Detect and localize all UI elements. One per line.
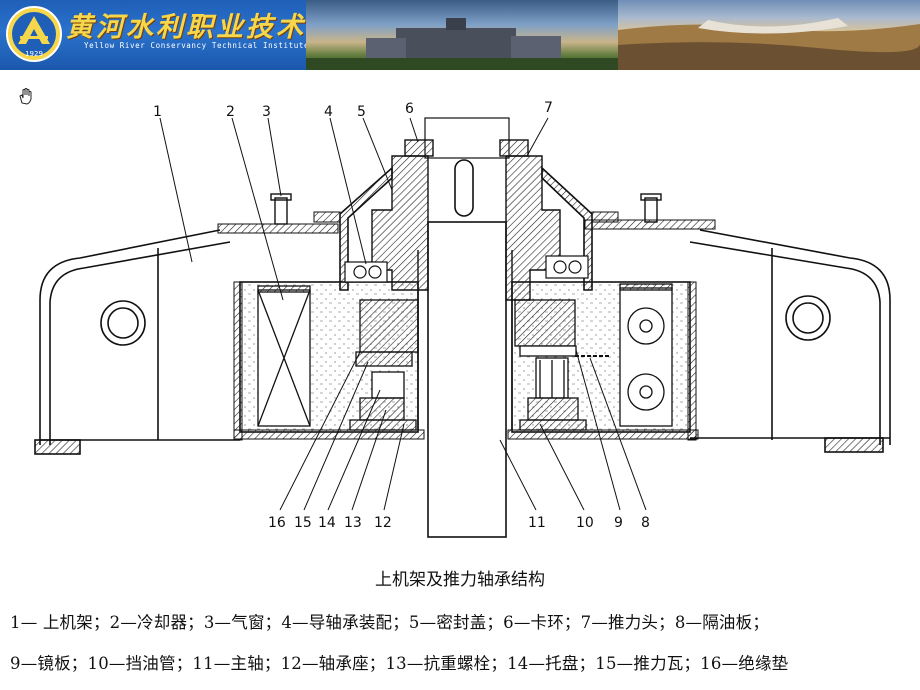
diagram-caption: 上机架及推力轴承结构 (375, 570, 545, 590)
campus-building-photo (306, 0, 618, 70)
label-15: 15 (294, 515, 312, 531)
legend-line-1: 1— 上机架；2—冷却器；3—气窗；4—导轴承装配；5—密封盖；6—卡环；7—推… (10, 613, 770, 632)
label-10: 10 (576, 515, 594, 531)
label-2: 2 (226, 104, 235, 120)
label-13: 13 (344, 515, 362, 531)
left-top-plate (217, 223, 339, 234)
air-vents (270, 193, 662, 225)
right-frame (689, 229, 891, 453)
label-8: 8 (641, 515, 650, 531)
label-5: 5 (357, 104, 366, 120)
right-cooler (619, 283, 673, 427)
river-scene (618, 18, 920, 70)
river-landscape-photo (618, 0, 920, 70)
label-11: 11 (528, 515, 546, 531)
label-3: 3 (262, 104, 271, 120)
guide-bearing (344, 255, 589, 283)
hand-pointer-icon (19, 88, 32, 105)
part-number-labels: 1 2 3 4 5 6 7 16 15 14 13 12 11 10 9 8 (153, 100, 650, 531)
main-shaft (424, 117, 510, 538)
logo-year: 1929 (25, 50, 43, 58)
mirror-plate-and-pads (349, 299, 587, 431)
school-emblem-icon: 1929 (6, 6, 62, 62)
left-frame (34, 229, 240, 455)
right-base-plate (507, 429, 699, 440)
thrust-bearing-diagram: 1 2 3 4 5 6 7 16 15 14 13 12 11 10 9 8 (34, 100, 891, 538)
label-9: 9 (614, 515, 623, 531)
label-14: 14 (318, 515, 336, 531)
leader-lines (159, 117, 647, 511)
left-base-plate (233, 429, 425, 440)
label-7: 7 (544, 100, 553, 116)
header-banner: 1929 黄河水利职业技术学院 Yellow River Conservancy… (0, 0, 920, 70)
legend-line-2: 9—镜板；10—挡油管；11—主轴；12—轴承座；13—抗重螺栓；14—托盘；1… (10, 654, 789, 673)
school-logo-panel: 1929 黄河水利职业技术学院 Yellow River Conservancy… (0, 0, 363, 70)
label-6: 6 (405, 101, 414, 117)
label-1: 1 (153, 104, 162, 120)
label-16: 16 (268, 515, 286, 531)
left-cooler (257, 285, 311, 427)
label-12: 12 (374, 515, 392, 531)
school-name-en: Yellow River Conservancy Technical Insti… (84, 41, 310, 50)
building-silhouette (306, 18, 618, 70)
label-4: 4 (324, 104, 333, 120)
